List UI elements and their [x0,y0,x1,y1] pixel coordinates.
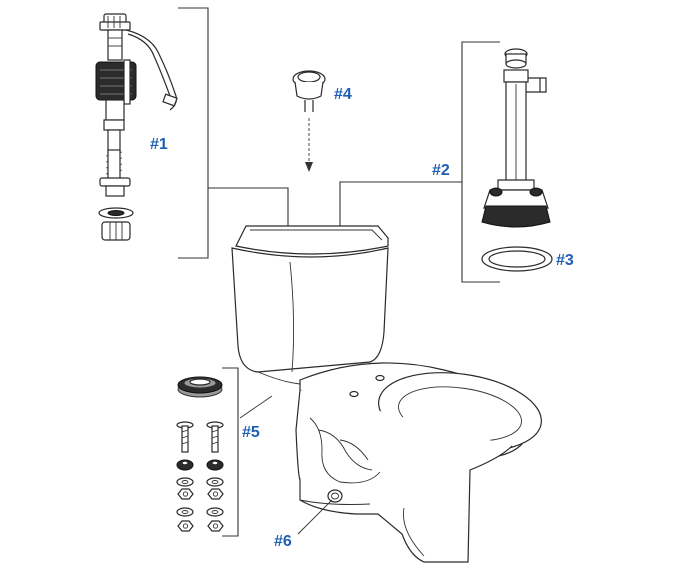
tank-to-bowl-kit [176,376,224,532]
fill-valve-bracket [178,7,209,259]
bolt-icon [176,421,224,453]
callout-fill-valve: #1 [150,136,168,153]
callout-tank-to-bowl-kit: #5 [242,424,260,441]
toilet-icon [231,225,542,563]
bolt-cap-leader [297,499,333,535]
flush-valve-icon [481,48,551,228]
flush-valve-bracket [461,41,500,283]
seal-ring-icon [481,246,553,272]
fill-valve-icon [95,13,178,241]
push-button-icon [292,70,326,112]
gasket-icon [177,376,223,398]
washer-icon [176,459,224,517]
callout-trip-button: #4 [334,86,352,103]
callout-flush-valve: #2 [432,162,450,179]
trip-button-arrow [305,118,313,172]
tank-to-bowl-bracket [222,367,239,537]
tank-to-bowl-leader [239,395,273,419]
callout-flush-valve-seal: #3 [556,252,574,269]
flush-valve-leader [339,181,462,242]
callout-bolt-cap: #6 [274,533,292,550]
nut-icon [177,488,224,532]
